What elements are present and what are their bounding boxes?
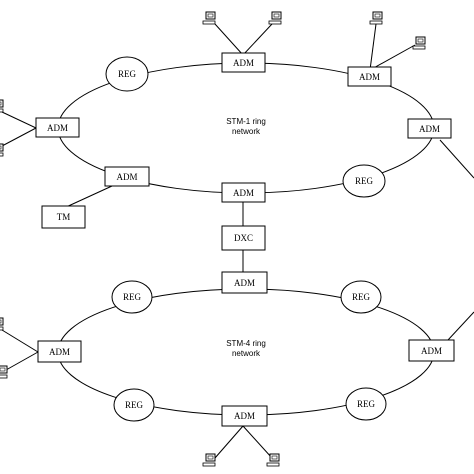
stm1-ring-label-line2: network (232, 127, 261, 136)
svg-text:ADM: ADM (116, 172, 137, 182)
svg-text:REG: REG (125, 400, 144, 410)
computer-terminal-icon (0, 99, 4, 113)
computer-terminal-icon (369, 11, 383, 25)
svg-text:REG: REG (118, 69, 137, 79)
svg-text:ADM: ADM (49, 347, 70, 357)
computer-terminal-icon (0, 317, 4, 331)
computer-terminal-icon (202, 11, 216, 25)
computer-terminal-icon (0, 143, 4, 157)
svg-text:REG: REG (355, 176, 374, 186)
stm4-ring-label-line1: STM-4 ring (226, 339, 266, 348)
svg-text:REG: REG (123, 292, 142, 302)
svg-text:ADM: ADM (233, 188, 254, 198)
stm1-ring-label-line1: STM-1 ring (226, 117, 266, 126)
svg-text:TM: TM (57, 212, 71, 222)
computer-terminal-icon (268, 11, 282, 25)
svg-text:REG: REG (357, 399, 376, 409)
computer-terminal-icon (412, 36, 426, 50)
adm-node-top: ADM (221, 52, 266, 73)
reg-node-upper-left: REG (105, 56, 149, 92)
adm-node-right: ADM (407, 118, 452, 139)
reg-node-upper-right: REG (342, 164, 386, 198)
computer-terminal-icon (0, 365, 8, 379)
adm-node-lower-ring-left: ADM (37, 340, 82, 363)
svg-text:ADM: ADM (359, 72, 380, 82)
adm-node-upper-right: ADM (347, 66, 392, 87)
svg-text:ADM: ADM (233, 58, 254, 68)
adm-node-lower-ring-top: ADM (221, 271, 268, 294)
tm-node: TM (41, 205, 86, 229)
svg-text:ADM: ADM (234, 411, 255, 421)
svg-text:ADM: ADM (421, 346, 442, 356)
adm-node-bottom: ADM (221, 182, 266, 203)
svg-text:ADM: ADM (419, 124, 440, 134)
svg-text:ADM: ADM (47, 123, 68, 133)
svg-text:REG: REG (352, 292, 371, 302)
svg-text:DXC: DXC (234, 233, 253, 243)
svg-text:ADM: ADM (234, 278, 255, 288)
adm-node-lower-ring-bottom: ADM (221, 405, 268, 427)
reg-node-lower-top-right: REG (340, 280, 382, 314)
reg-node-lower-bottom-right: REG (345, 387, 387, 421)
stm4-ring-label-line2: network (232, 349, 261, 358)
computer-terminal-icon (266, 453, 280, 467)
reg-node-lower-top-left: REG (111, 280, 153, 314)
adm-node-lower-left: ADM (104, 166, 150, 187)
reg-node-lower-bottom-left: REG (113, 388, 155, 422)
adm-node-left: ADM (35, 117, 80, 138)
dxc-node: DXC (221, 225, 266, 251)
adm-node-lower-ring-right: ADM (408, 339, 455, 362)
computer-terminal-icon (202, 453, 216, 467)
